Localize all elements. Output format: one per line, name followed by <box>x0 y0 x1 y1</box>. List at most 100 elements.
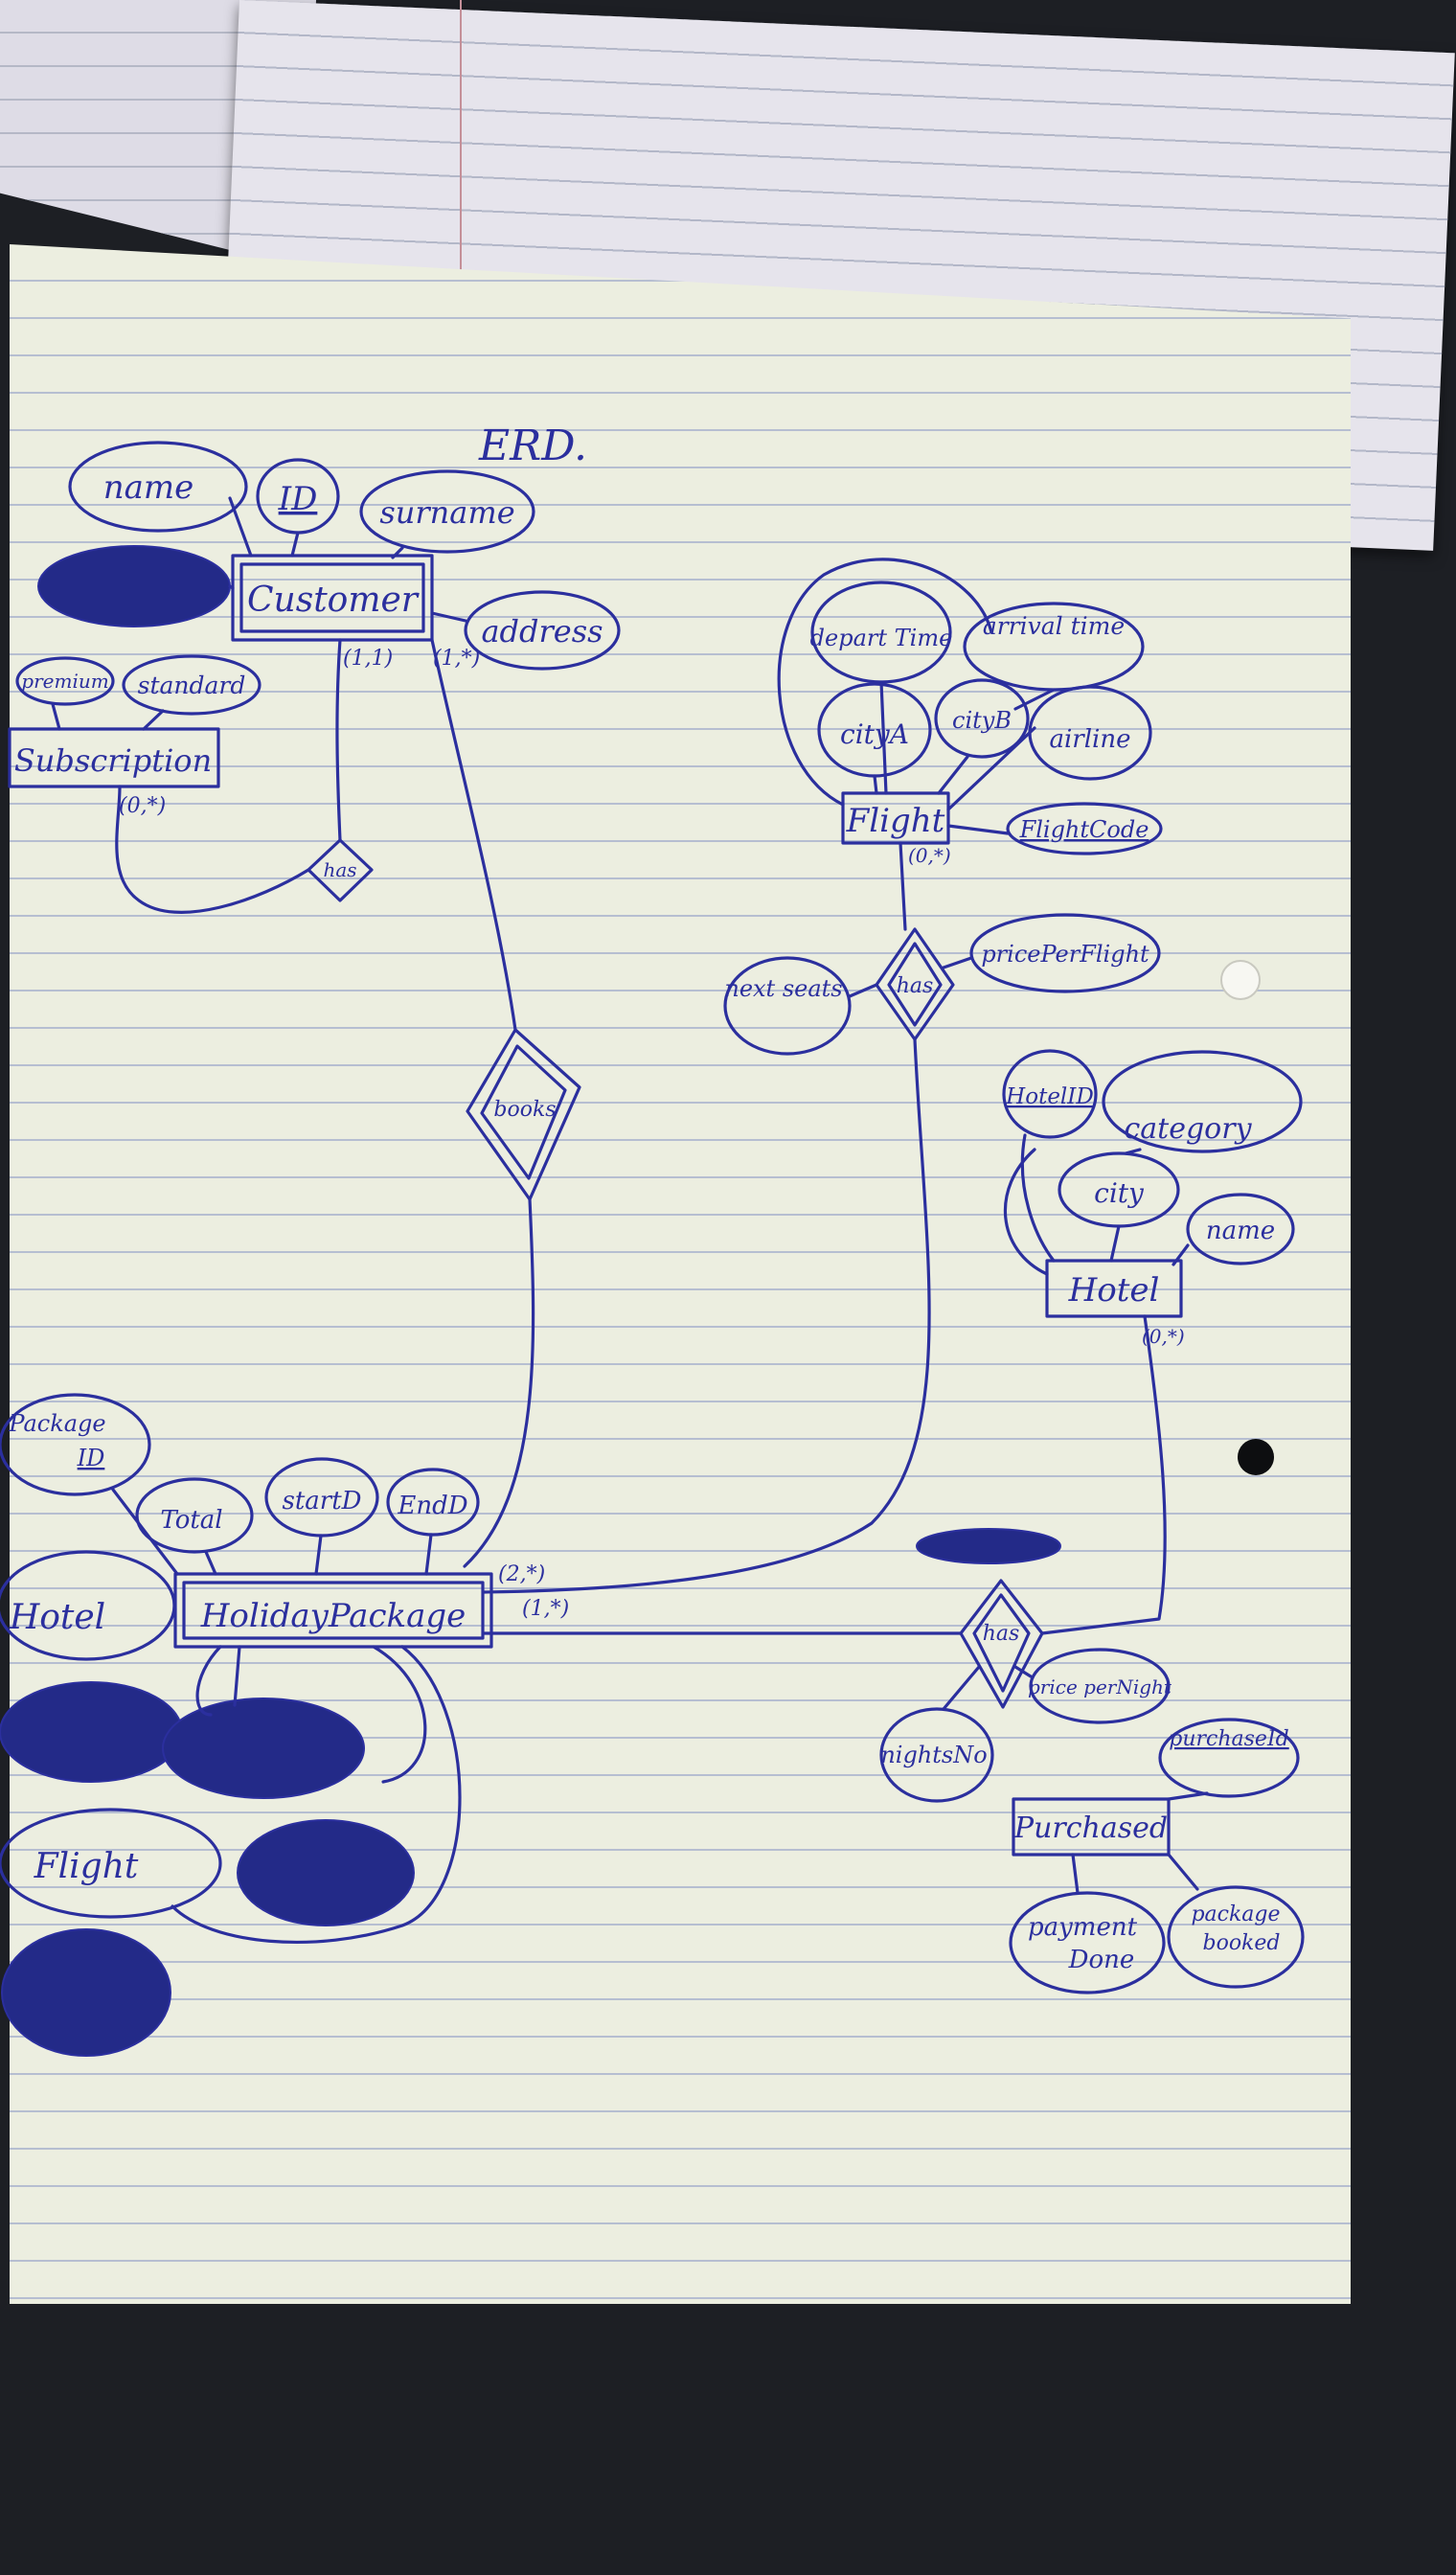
svg-text:cityB: cityB <box>952 707 1012 734</box>
customer-name-attribute: name <box>68 441 248 533</box>
hotel-name-attribute: name <box>1186 1193 1295 1265</box>
svg-text:airline: airline <box>1049 725 1130 754</box>
price-per-flight-attribute: pricePerFlight <box>969 913 1161 993</box>
scribbled-out-attribute-nights <box>0 1681 183 1783</box>
svg-text:FlightCode: FlightCode <box>1019 816 1149 843</box>
flight-arrival-time-attribute: arrival time <box>963 602 1145 692</box>
svg-text:depart Time: depart Time <box>810 625 953 651</box>
svg-text:Package: Package <box>8 1410 105 1437</box>
next-seats-attribute: next seats <box>723 956 852 1056</box>
holiday-package-label: HolidayPackage <box>200 1597 466 1635</box>
flight-city-a-attribute: cityA <box>817 682 932 778</box>
package-end-date-attribute: EndD <box>386 1468 480 1537</box>
package-cardinality-lower: (1,*) <box>522 1597 569 1621</box>
svg-text:has: has <box>897 974 934 998</box>
svg-text:arrival time: arrival time <box>983 612 1125 640</box>
svg-text:name: name <box>1206 1217 1275 1245</box>
flight-airline-attribute: airline <box>1028 685 1152 781</box>
hotel-package-lines <box>482 1314 1167 1635</box>
svg-text:EndD: EndD <box>397 1492 467 1520</box>
subscription-entity: Subscription <box>8 727 220 788</box>
scribbled-out-attribute <box>37 545 231 627</box>
package-total-attribute: Total <box>135 1477 254 1554</box>
hotel-entity: Hotel <box>1045 1259 1183 1318</box>
svg-text:premium: premium <box>21 670 108 693</box>
customer-address-attribute: address <box>464 590 621 671</box>
svg-text:startD: startD <box>282 1487 361 1515</box>
purchased-label: Purchased <box>1013 1812 1168 1845</box>
diagram-title: ERD. <box>478 422 587 470</box>
purchase-id-attribute: purchaseId <box>1158 1718 1300 1798</box>
flight-label: Flight <box>846 802 945 840</box>
nights-no-attribute: nightsNo <box>879 1707 994 1803</box>
svg-text:Flight: Flight <box>34 1847 139 1886</box>
svg-text:cityA: cityA <box>840 718 909 750</box>
svg-text:pricePerFlight: pricePerFlight <box>981 941 1149 968</box>
scribbled-out-attribute <box>237 1819 415 1926</box>
background-notebook-margin-line <box>460 0 462 345</box>
hotel-city-attribute: city <box>1058 1151 1180 1228</box>
customer-entity: Customer <box>231 554 434 642</box>
customer-surname-attribute: surname <box>359 469 535 554</box>
package-flight-attribute: Flight <box>0 1808 222 1919</box>
payment-done-attribute: payment Done <box>1009 1891 1166 1994</box>
scribbled-out-attribute-lower <box>1 1928 171 2057</box>
punch-hole-upper <box>1220 960 1261 1000</box>
svg-text:booked: booked <box>1202 1931 1280 1955</box>
svg-text:category: category <box>1124 1112 1252 1146</box>
svg-text:Done: Done <box>1068 1946 1135 1974</box>
svg-text:next seats: next seats <box>724 975 842 1002</box>
flight-has-attribute-links <box>848 956 973 998</box>
package-hotel-attribute: Hotel <box>0 1550 176 1661</box>
customer-cardinality-left: (1,1) <box>343 647 393 671</box>
subscription-standard-attribute: standard <box>122 654 262 716</box>
customer-label: Customer <box>247 581 420 620</box>
svg-text:city: city <box>1094 1177 1145 1209</box>
flight-cardinality: (0,*) <box>908 844 951 867</box>
svg-text:has: has <box>983 1622 1020 1646</box>
svg-text:ID: ID <box>77 1445 105 1471</box>
package-id-attribute: Package ID <box>0 1393 151 1496</box>
svg-text:surname: surname <box>379 494 514 531</box>
flight-outer-loop <box>777 558 993 807</box>
package-booked-attribute: package booked <box>1167 1885 1305 1989</box>
hotel-category-attribute: category <box>1102 1050 1303 1153</box>
svg-text:has: has <box>323 858 356 881</box>
purchased-entity: Purchased <box>1012 1797 1171 1857</box>
customer-subscription-lines <box>115 638 342 914</box>
package-cardinality-upper: (2,*) <box>498 1562 545 1586</box>
scribbled-out-label <box>916 1528 1061 1564</box>
package-start-date-attribute: startD <box>264 1457 379 1538</box>
hotel-attribute-links <box>1020 1133 1190 1266</box>
customer-id-attribute: ID <box>256 458 340 535</box>
customer-cardinality-right: (1,*) <box>433 647 480 671</box>
svg-text:standard: standard <box>138 672 246 699</box>
hotel-label: Hotel <box>1068 1271 1160 1310</box>
flight-attribute-links <box>873 680 1056 835</box>
purchased-attribute-links <box>1071 1791 1209 1895</box>
svg-text:nightsNo: nightsNo <box>880 1742 987 1768</box>
customer-subscription-has-relationship: has <box>307 838 374 902</box>
svg-text:ID: ID <box>278 480 318 518</box>
flight-code-attribute: FlightCode <box>1006 802 1163 855</box>
package-attribute-links <box>111 1488 462 1945</box>
books-relationship: books <box>466 1028 581 1201</box>
subscription-premium-attribute: premium <box>15 656 115 706</box>
subscription-cardinality: (0,*) <box>119 794 166 818</box>
svg-text:Hotel: Hotel <box>9 1598 105 1637</box>
svg-text:address: address <box>481 613 603 649</box>
flight-entity: Flight <box>841 791 950 845</box>
scribbled-out-attribute-price <box>162 1698 365 1799</box>
customer-attribute-links <box>228 496 467 623</box>
hotel-outer-loop <box>1003 1148 1049 1276</box>
price-per-night-attribute: price perNight <box>1028 1648 1172 1724</box>
svg-text:package: package <box>1191 1903 1280 1926</box>
hotel-id-attribute: HotelID <box>1002 1049 1098 1139</box>
books-lines <box>430 638 535 1568</box>
subscription-attribute-links <box>51 702 165 731</box>
flight-package-has-relationship: has <box>875 927 955 1041</box>
hotel-package-has-relationship: has <box>959 1579 1044 1709</box>
flight-city-b-attribute: cityB <box>934 678 1030 759</box>
svg-text:HotelID: HotelID <box>1005 1084 1094 1109</box>
